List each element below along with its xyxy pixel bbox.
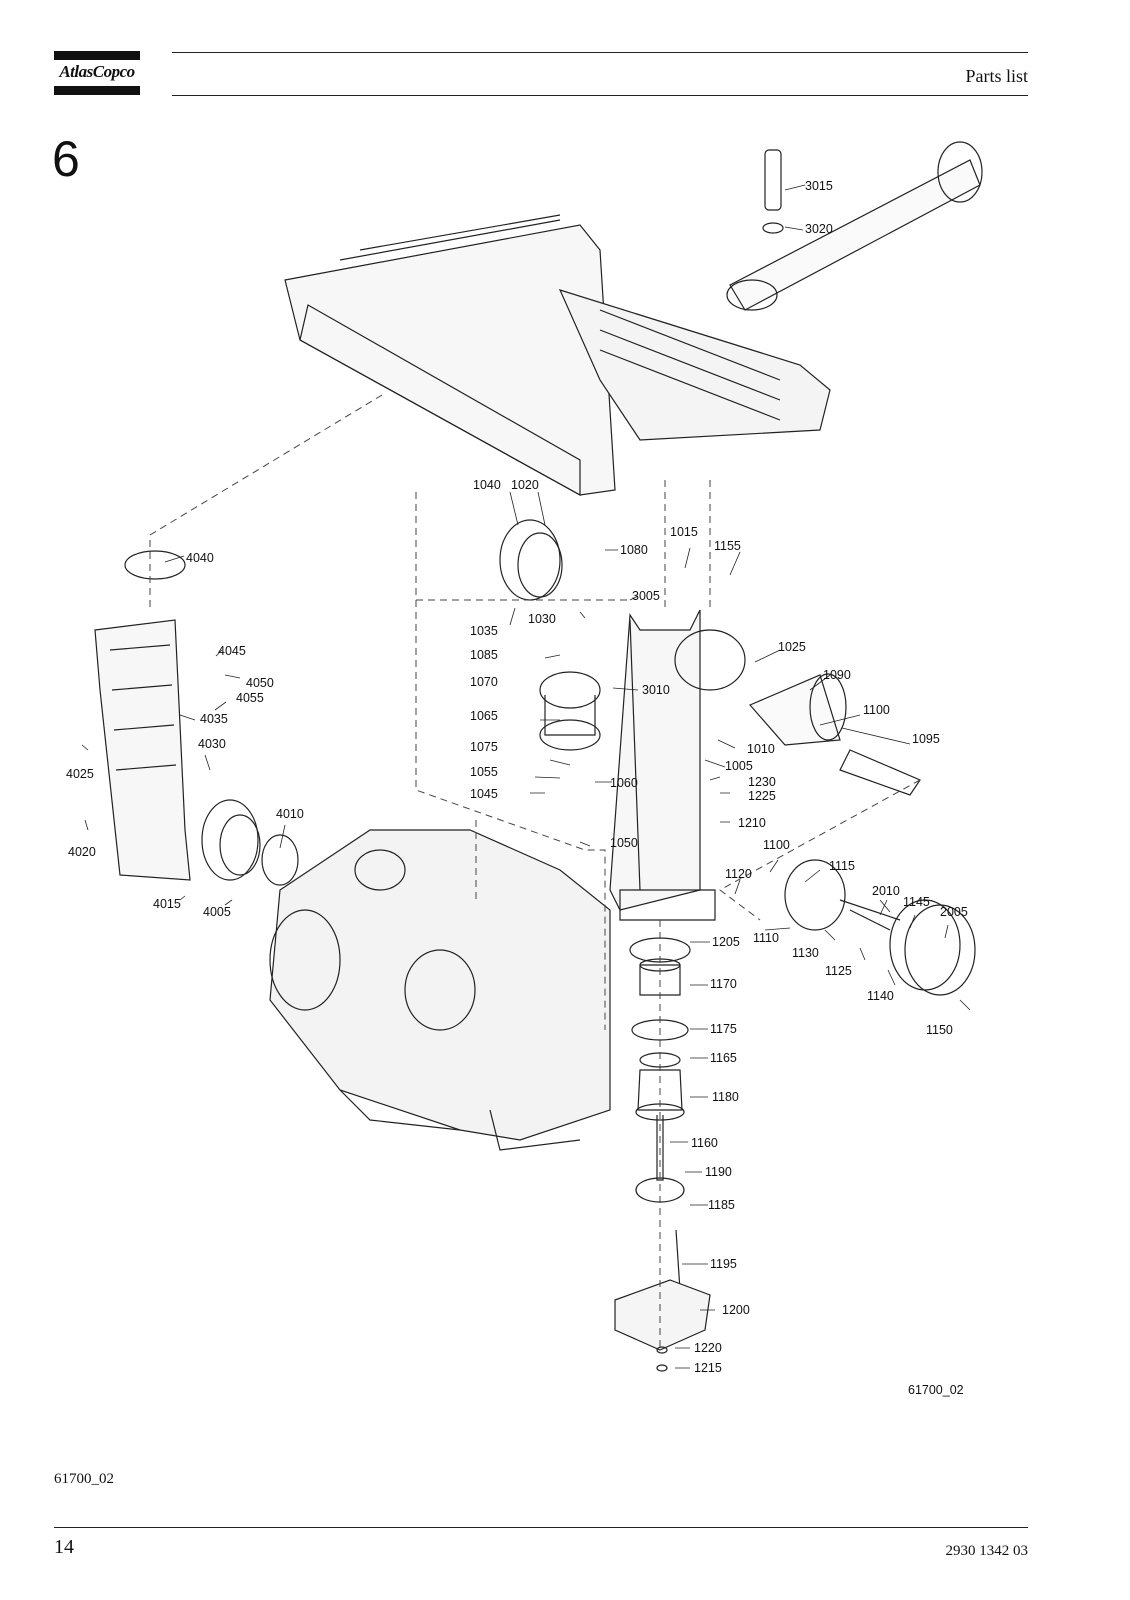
callout-label: 1225 [748, 789, 776, 803]
drawing-id: 61700_02 [908, 1383, 964, 1397]
page-number: 14 [54, 1536, 74, 1558]
callout-label: 4015 [153, 897, 181, 911]
callout-label: 1110 [753, 931, 779, 945]
callout-label: 1055 [470, 765, 498, 779]
callout-label: 1160 [691, 1136, 718, 1150]
callout-label: 1200 [722, 1303, 750, 1317]
callout-label: 1090 [823, 668, 851, 682]
callout-label: 1010 [747, 742, 775, 756]
callout-label: 1070 [470, 675, 498, 689]
callout-label: 4025 [66, 767, 94, 781]
callout-label: 1210 [738, 816, 766, 830]
exploded-parts-drawing: 3015 3020 1040 1020 1015 1155 1080 4040 … [66, 141, 983, 1397]
callout-label: 4040 [186, 551, 214, 565]
callout-label: 1185 [708, 1198, 735, 1212]
callout-label: 1180 [712, 1090, 739, 1104]
assembly-dashed-lines [149, 394, 921, 1350]
callout-label: 1165 [710, 1051, 737, 1065]
callout-label: 4050 [246, 676, 274, 690]
callout-label: 1170 [710, 977, 737, 991]
callout-label: 1050 [610, 836, 638, 850]
callout-label: 1015 [670, 525, 698, 539]
callout-label: 1130 [792, 946, 819, 960]
callout-label: 4035 [200, 712, 228, 726]
footer-rule [54, 1527, 1028, 1528]
section-number: 6 [52, 131, 80, 187]
atlas-copco-logo: AtlasCopco [54, 51, 140, 95]
callout-label: 1005 [725, 759, 753, 773]
callout-label: 1020 [511, 478, 539, 492]
callout-label: 3010 [642, 683, 670, 697]
callout-label: 1065 [470, 709, 498, 723]
logo-bar-top [54, 51, 140, 60]
callout-label: 2010 [872, 884, 900, 898]
callout-label: 1085 [470, 648, 498, 662]
callout-label: 1035 [470, 624, 498, 638]
callout-labels: 3015 3020 1040 1020 1015 1155 1080 4040 … [66, 179, 968, 1375]
callout-label: 3015 [805, 179, 833, 193]
callout-label: 1205 [712, 935, 740, 949]
page-title: Parts list [965, 66, 1028, 86]
drawing-outlines [94, 141, 983, 1372]
callout-label: 1100 [763, 838, 790, 852]
callout-label: 1190 [705, 1165, 732, 1179]
callout-label: 4010 [276, 807, 304, 821]
callout-label: 1145 [903, 895, 930, 909]
callout-label: 4055 [236, 691, 264, 705]
callout-label: 1120 [725, 867, 752, 881]
callout-label: 1080 [620, 543, 648, 557]
callout-label: 1230 [748, 775, 776, 789]
callout-leaders [81, 184, 971, 1369]
callout-label: 1075 [470, 740, 498, 754]
header-rule-bottom [172, 95, 1028, 96]
callout-label: 1025 [778, 640, 806, 654]
callout-label: 3005 [632, 589, 660, 603]
callout-label: 1195 [710, 1257, 737, 1271]
callout-label: 1060 [610, 776, 638, 790]
callout-label: 3020 [805, 222, 833, 236]
figure-reference: 61700_02 [54, 1471, 114, 1487]
callout-label: 4005 [203, 905, 231, 919]
callout-label: 4030 [198, 737, 226, 751]
logo-wordmark: AtlasCopco [59, 62, 135, 81]
header-rule-top [172, 52, 1028, 53]
callout-label: 1215 [694, 1361, 722, 1375]
callout-label: 1045 [470, 787, 498, 801]
logo-bar-bottom [54, 86, 140, 95]
callout-label: 1175 [710, 1022, 737, 1036]
callout-label: 1155 [714, 539, 741, 553]
callout-label: 1140 [867, 989, 894, 1003]
callout-label: 1040 [473, 478, 501, 492]
callout-label: 1095 [912, 732, 940, 746]
document-number: 2930 1342 03 [945, 1543, 1029, 1559]
callout-label: 1115 [829, 859, 855, 873]
callout-label: 1030 [528, 612, 556, 626]
callout-label: 1100 [863, 703, 890, 717]
callout-label: 2005 [940, 905, 968, 919]
callout-label: 1125 [825, 964, 852, 978]
callout-label: 1150 [926, 1023, 953, 1037]
callout-label: 1220 [694, 1341, 722, 1355]
callout-label: 4045 [218, 644, 246, 658]
callout-label: 4020 [68, 845, 96, 859]
